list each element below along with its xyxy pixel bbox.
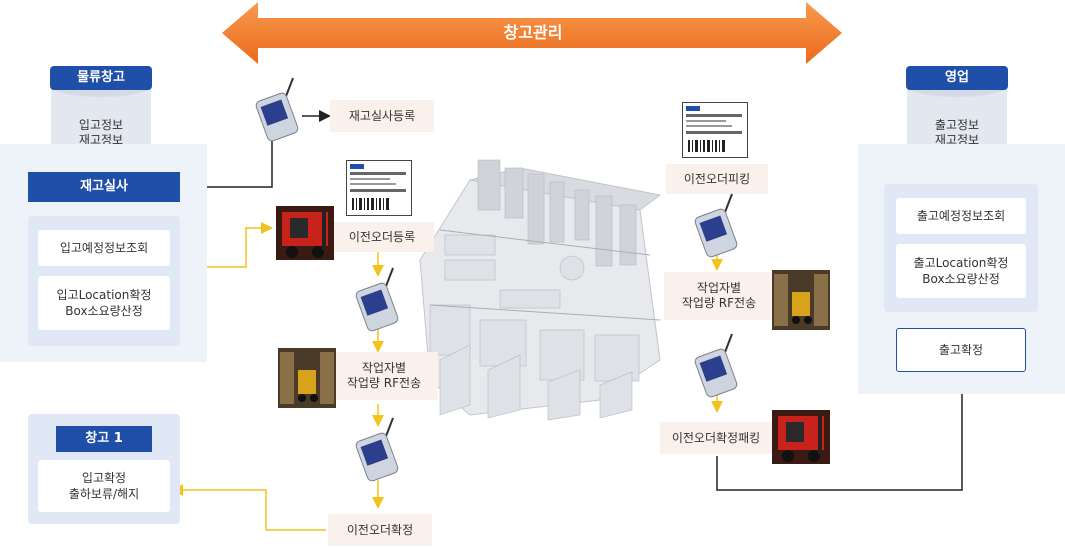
label-line: 작업량 RF전송 [346, 376, 422, 390]
info-line: 입고정보 [78, 118, 124, 132]
forklift-photo-icon [276, 206, 334, 260]
box-line: 출하보류/해지 [68, 487, 140, 501]
inventory-to-device-line [180, 140, 273, 188]
warehouse1-box[interactable]: 입고확정 출하보류/해지 [38, 460, 170, 512]
info-line: 출고정보 [934, 118, 980, 132]
confirm-to-warehouse-line [171, 484, 326, 531]
pda-icon [694, 333, 738, 398]
info-line: 재고정보 [934, 133, 980, 147]
packing-label: 이전오더확정패킹 [660, 422, 772, 454]
sales-title: 영업 [906, 66, 1008, 90]
sales-db: 영업 출고정보 재고정보 [906, 66, 1008, 156]
transfer-confirm-label: 이전오더확정 [328, 514, 432, 546]
banner-arrow [222, 2, 842, 64]
label-line: 작업자별 [361, 361, 407, 375]
panel-to-forklift-line [180, 222, 273, 268]
box-line: 입고Location확정 [56, 288, 152, 302]
pda-icon [355, 267, 399, 332]
pda-icon [694, 193, 738, 258]
warehouse-photo-icon [772, 270, 830, 330]
banner-title: 창고관리 [503, 23, 563, 42]
outbound-location-box[interactable]: 출고Location확정 Box소요량산정 [896, 244, 1026, 298]
shipment-confirm-button[interactable]: 출고확정 [896, 328, 1026, 372]
barcode-label-icon [346, 160, 412, 216]
box-line: Box소요량산정 [65, 304, 143, 318]
sales-info: 출고정보 재고정보 [906, 118, 1008, 148]
outbound-schedule-query[interactable]: 출고예정정보조회 [896, 198, 1026, 234]
inbound-location-box[interactable]: 입고Location확정 Box소요량산정 [38, 276, 170, 330]
warehouse1-title: 창고 1 [56, 426, 152, 452]
logistics-warehouse-title: 물류창고 [50, 66, 152, 90]
box-line: Box소요량산정 [922, 272, 1000, 286]
label-line: 작업자별 [696, 281, 742, 295]
warehouse-photo-icon [278, 348, 336, 408]
packing-to-confirm-line [716, 377, 968, 491]
rf-transfer-label-right: 작업자별 작업량 RF전송 [664, 272, 774, 320]
warehouse-illustration [419, 159, 662, 421]
box-line: 출고Location확정 [913, 256, 1009, 270]
forklift-photo-icon [772, 410, 830, 464]
inventory-check-button[interactable]: 재고실사 [28, 172, 180, 202]
logistics-warehouse-db: 물류창고 입고정보 재고정보 [50, 66, 152, 156]
pda-icon [255, 77, 299, 142]
inbound-schedule-query[interactable]: 입고예정정보조회 [38, 230, 170, 266]
info-line: 재고정보 [78, 133, 124, 147]
register-inventory-label: 재고실사등록 [330, 100, 434, 132]
label-line: 작업량 RF전송 [681, 296, 757, 310]
rf-transfer-label-left: 작업자별 작업량 RF전송 [330, 352, 438, 400]
picking-label: 이전오더피킹 [666, 164, 768, 194]
transfer-order-register-label: 이전오더등록 [330, 222, 434, 252]
barcode-label-icon [682, 102, 748, 158]
logistics-warehouse-info: 입고정보 재고정보 [50, 118, 152, 148]
box-line: 입고확정 [81, 471, 127, 485]
pda-icon [355, 417, 399, 482]
